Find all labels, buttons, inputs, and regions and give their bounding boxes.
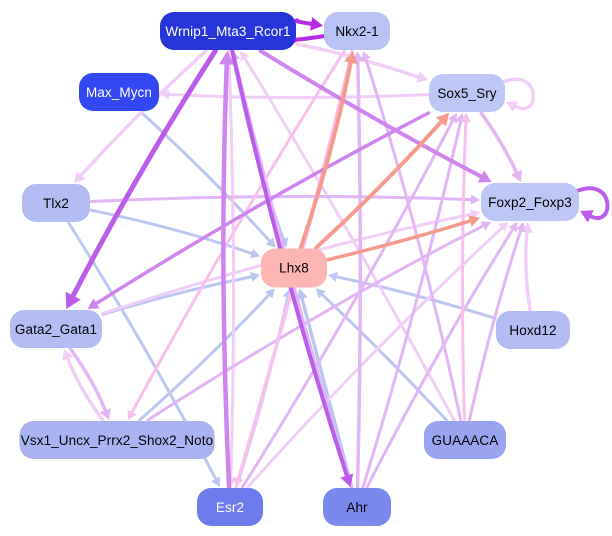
graph-node-foxp2[interactable]: Foxp2_Foxp3 (481, 183, 579, 221)
edge-lhx8-to-foxp2 (326, 219, 472, 262)
graph-node-vsx1[interactable]: Vsx1_Uncx_Prrx2_Shox2_Noto (19, 421, 215, 459)
edge-tlx2-to-foxp2 (89, 194, 473, 203)
edge-arrowhead (511, 169, 522, 182)
edge-arrowhead (515, 222, 526, 233)
graph-node-sox5[interactable]: Sox5_Sry (429, 74, 505, 112)
graph-node-wrnip1[interactable]: Wrnip1_Mta3_Rcor1 (160, 12, 296, 50)
edge-esr2-to-wrnip1 (221, 62, 232, 490)
graph-node-lhx8[interactable]: Lhx8 (261, 248, 327, 288)
graph-node-max[interactable]: Max_Mycn (79, 73, 159, 111)
edge-hoxd12-to-lhx8 (335, 275, 497, 320)
edge-arrowhead (328, 271, 338, 282)
edge-wrnip1-to-tlx2 (79, 49, 208, 177)
edge-max-to-lhx8 (139, 110, 271, 243)
edge-arrowhead (340, 473, 354, 487)
edge-arrowhead (233, 476, 244, 487)
edge-arrowhead (265, 237, 276, 248)
edge-wrnip1-to-nkx2 (294, 18, 314, 26)
edge-arrowhead (65, 291, 81, 309)
edge-arrowhead (160, 89, 170, 100)
edge-arrowhead (447, 113, 458, 124)
edge-arrowhead (250, 271, 260, 282)
edge-sox5-to-max (167, 92, 430, 100)
edge-arrowhead (506, 101, 519, 112)
edge-arrowhead (477, 170, 492, 183)
edge-arrowhead (296, 288, 308, 301)
edge-wrnip1-to-foxp2 (258, 49, 484, 179)
edge-self-loop-sox5 (501, 77, 535, 111)
edge-arrowhead (416, 71, 428, 83)
edge-arrowhead (240, 51, 250, 62)
edge-guaaaca-to-wrnip1 (243, 57, 456, 422)
edge-arrowhead (480, 221, 491, 231)
edge-arrowhead (310, 17, 323, 31)
edge-wrnip1-to-esr2 (227, 49, 235, 480)
edge-arrowhead (219, 51, 235, 65)
edge-esr2-to-sox5 (241, 119, 454, 489)
edge-wrnip1-to-gata2 (70, 48, 218, 299)
edge-vsx1-to-lhx8 (138, 293, 271, 422)
edge-arrowhead (74, 171, 86, 183)
edge-guaaaca-to-sox5 (461, 120, 468, 422)
edge-arrowhead (361, 51, 371, 62)
edge-arrowhead (87, 298, 100, 309)
edge-arrowhead (468, 215, 480, 227)
edge-ahr-to-foxp2 (365, 228, 515, 489)
graph-node-ahr[interactable]: Ahr (323, 488, 391, 526)
edge-nkx2-to-vsx1 (130, 49, 346, 414)
edge-lhx8-to-sox5 (314, 119, 444, 250)
edge-vsx1-to-foxp2 (146, 224, 485, 422)
edge-arrowhead (99, 408, 111, 420)
edge-guaaaca-to-foxp2 (467, 229, 523, 422)
edge-arrowhead (498, 222, 509, 232)
edge-arrowhead (127, 409, 137, 420)
edge-arrowhead (470, 194, 480, 205)
edge-arrowhead (460, 113, 471, 123)
edge-esr2-to-foxp2 (246, 226, 504, 489)
edge-arrowhead (264, 288, 275, 299)
edge-ahr-to-sox5 (361, 120, 462, 489)
edge-guaaaca-to-lhx8 (320, 293, 448, 422)
edge-arrowhead (62, 349, 74, 361)
edge-arrowhead (211, 476, 221, 487)
edge-ahr-to-nkx2 (355, 59, 363, 489)
edge-arrowhead (315, 288, 326, 299)
edge-gata2-to-lhx8 (101, 275, 253, 316)
graph-node-esr2[interactable]: Esr2 (197, 488, 263, 526)
edge-arrowhead (435, 113, 450, 127)
graph-node-tlx2[interactable]: Tlx2 (22, 184, 90, 222)
graph-node-guaaaca[interactable]: GUAAACA (424, 421, 506, 459)
edge-hoxd12-to-foxp2 (523, 230, 532, 312)
edge-arrowhead (508, 222, 518, 233)
edge-guaaaca-to-nkx2 (364, 58, 463, 422)
graph-node-nkx2[interactable]: Nkx2-1 (324, 12, 390, 50)
edge-arrowhead (344, 51, 358, 65)
edge-arrowhead (249, 248, 260, 259)
edge-arrowhead (580, 210, 594, 223)
edge-ahr-to-lhx8 (300, 296, 354, 489)
edge-vsx1-to-gata2 (66, 357, 105, 422)
edge-lhx8-to-nkx2 (298, 60, 353, 250)
edge-gata2-to-vsx1 (68, 347, 107, 412)
edge-sox5-to-foxp2 (479, 111, 519, 175)
graph-node-gata2[interactable]: Gata2_Gata1 (10, 310, 102, 348)
edge-sox5-to-gata2 (94, 111, 431, 306)
graph-node-hoxd12[interactable]: Hoxd12 (496, 311, 570, 349)
edge-self-loop-foxp2 (575, 186, 610, 220)
